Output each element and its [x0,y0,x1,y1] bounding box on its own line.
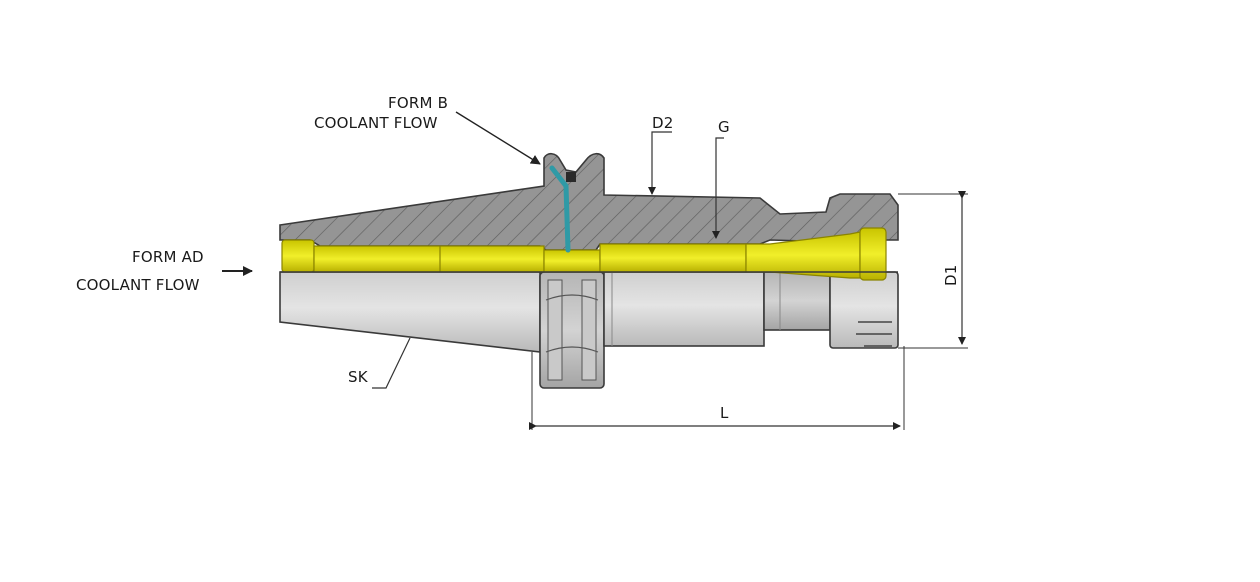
label-l: L [720,404,729,422]
coolant-channel-ad [281,227,887,281]
label-form-ad-line1: FORM AD [132,248,204,266]
label-d1: D1 [942,265,960,287]
label-d2: D2 [652,114,674,132]
coolant-channel-form-b [549,165,576,253]
lower-external-view [279,271,899,389]
labels: FORM B COOLANT FLOW FORM AD COOLANT FLOW… [76,94,960,422]
label-form-b-line1: FORM B [388,94,448,112]
dimension-lines [222,111,968,430]
upper-section-view [279,152,899,251]
label-form-ad-line2: COOLANT FLOW [76,276,200,294]
label-form-b-line2: COOLANT FLOW [314,114,438,132]
label-g: G [718,118,730,136]
label-sk: SK [348,368,369,386]
